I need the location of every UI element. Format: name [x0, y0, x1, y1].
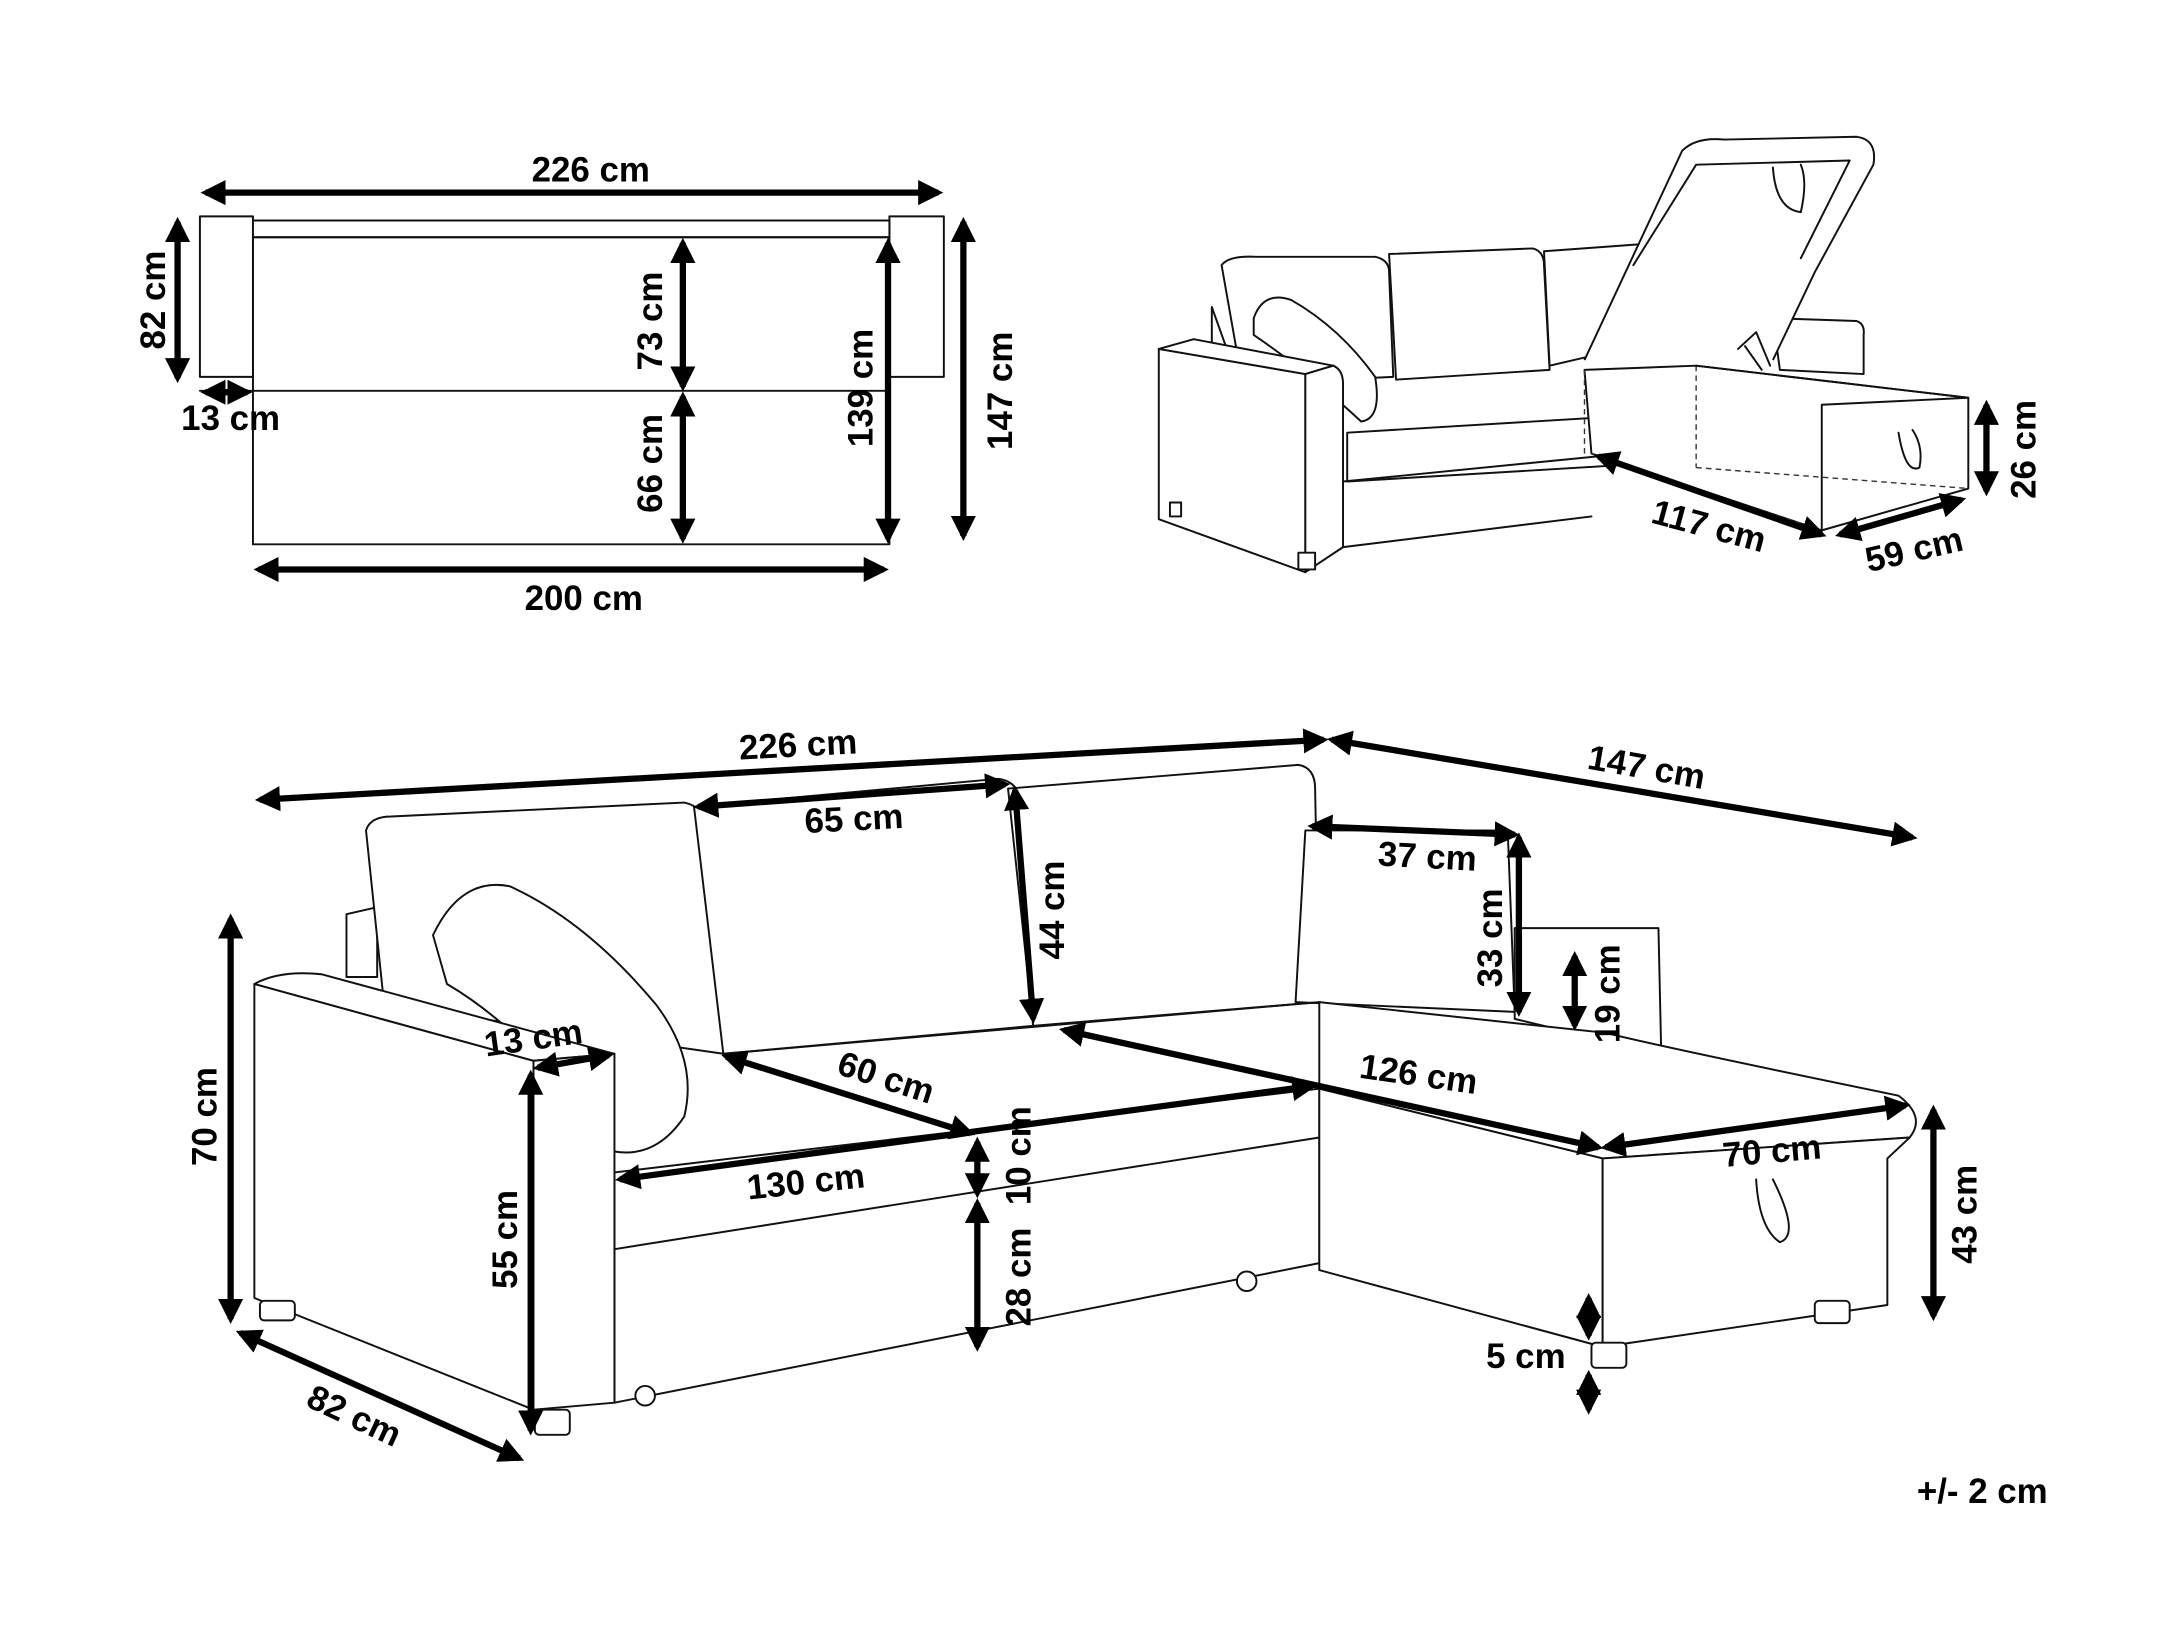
plan-view: 226 cm 82 cm 13 cm 73 cm 66 cm 139 cm 14…	[134, 150, 1020, 617]
arm-height-label: 55 cm	[486, 1190, 525, 1289]
main-total-width-label: 226 cm	[738, 722, 858, 767]
seat-height-label: 43 cm	[1946, 1165, 1985, 1264]
main-view: 226 cm 147 cm 65 cm 44 cm 37 cm 33 cm 19…	[186, 722, 1985, 1462]
plan-front-depth-label: 66 cm	[631, 414, 670, 513]
cushion-height-label: 44 cm	[1033, 861, 1072, 960]
tolerance-note: +/- 2 cm	[1917, 1472, 2048, 1511]
plan-back-depth-label: 73 cm	[631, 272, 670, 371]
cushion-thickness-label: 10 cm	[999, 1106, 1038, 1205]
base-height-label: 28 cm	[999, 1228, 1038, 1327]
storage-width-label: 59 cm	[1862, 520, 1967, 580]
back-cushion	[1388, 247, 1551, 381]
seat-depth-label: 60 cm	[833, 1044, 939, 1112]
lifted-lid	[1583, 135, 1876, 361]
plan-total-depth-label: 147 cm	[981, 332, 1020, 450]
plan-arm-depth-label: 82 cm	[134, 251, 173, 350]
total-height-label: 70 cm	[186, 1067, 225, 1166]
leg-height-label: 5 cm	[1486, 1337, 1566, 1376]
storage-view: 117 cm 59 cm 26 cm	[1157, 135, 2043, 580]
plan-inner-width-label: 200 cm	[525, 579, 643, 618]
plan-total-width-label: 226 cm	[532, 150, 650, 189]
cushion-width-label: 65 cm	[804, 797, 905, 841]
chaise-cushion-height-label: 33 cm	[1471, 888, 1510, 987]
plan-right-arm	[888, 215, 945, 378]
plan-arm-width-label: 13 cm	[181, 399, 280, 438]
depth-label: 82 cm	[301, 1377, 407, 1454]
storage-length-arrow	[1593, 451, 1827, 540]
chaise-width-label: 70 cm	[1721, 1127, 1823, 1174]
storage-height-label: 26 cm	[2004, 400, 2043, 499]
chaise-cushion-width-label: 37 cm	[1377, 835, 1478, 879]
arm-front	[1157, 347, 1307, 574]
plan-back	[251, 219, 891, 239]
main-total-width-arrow	[254, 728, 1329, 812]
plan-inner-depth-label: 139 cm	[842, 329, 881, 447]
plan-left-arm	[198, 215, 254, 378]
chaise-arm-height-label: 19 cm	[1588, 944, 1627, 1043]
